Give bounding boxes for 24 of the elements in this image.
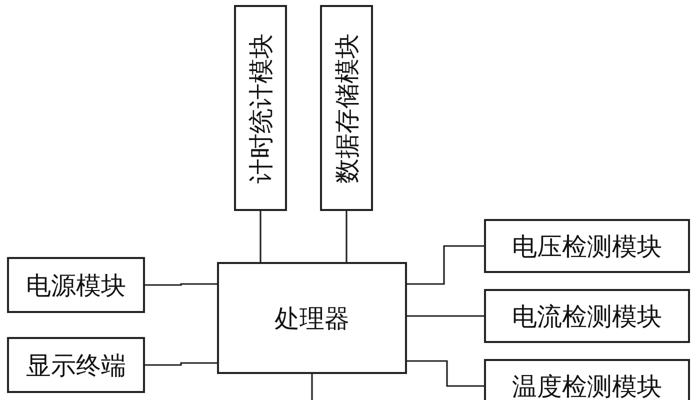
module-box [7, 337, 145, 393]
connector-line [260, 211, 262, 262]
box-label: 温度检测模块 [512, 370, 662, 400]
connector-line [311, 374, 313, 400]
box-label: 计时统计模块 [245, 33, 276, 183]
module-box [234, 5, 287, 211]
box-label: 电源模块 [26, 270, 126, 302]
module-box [484, 219, 690, 273]
connector-line [145, 362, 217, 366]
module-box [484, 359, 690, 400]
module-box [320, 5, 373, 211]
module-box [7, 257, 145, 313]
connector-line [407, 245, 484, 285]
box-label: 处理器 [274, 302, 350, 334]
connector-line [145, 283, 217, 286]
box-label: 显示终端 [26, 350, 126, 382]
box-label: 电压检测模块 [512, 230, 662, 262]
connector-line [407, 315, 484, 317]
connector-line [407, 360, 484, 387]
box-label: 电流检测模块 [512, 300, 662, 332]
box-label: 数据存储模块 [331, 33, 362, 183]
connector-line [346, 211, 348, 262]
module-box [484, 289, 690, 343]
module-box [217, 262, 407, 374]
